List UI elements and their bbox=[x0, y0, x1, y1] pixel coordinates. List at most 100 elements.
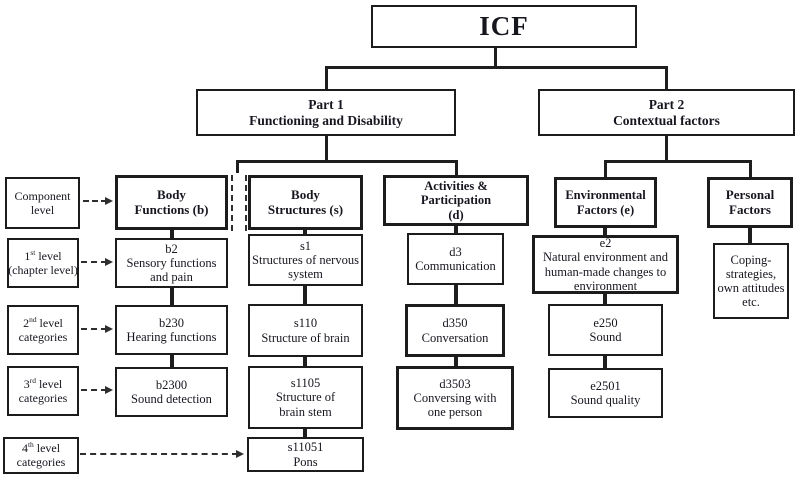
dashed-arrow-level2 bbox=[81, 328, 107, 330]
box-b230: b230 Hearing functions bbox=[115, 305, 228, 355]
level-label-component: Component level bbox=[5, 177, 80, 229]
code: s110 bbox=[293, 316, 318, 331]
level-label-1st: 1st level (chapter level) bbox=[7, 238, 79, 288]
box-body-structures: Body Structures (s) bbox=[248, 175, 363, 230]
box-s1: s1 Structures of nervous system bbox=[248, 234, 363, 286]
part1-label: Part 1 Functioning and Disability bbox=[249, 97, 403, 128]
connector-ap-d3 bbox=[454, 225, 458, 234]
box-d350: d350 Conversation bbox=[405, 304, 505, 357]
code: s1 bbox=[299, 238, 312, 253]
connector-s1-s110 bbox=[303, 285, 307, 305]
level-line1: 4th level bbox=[21, 440, 61, 456]
arrow-right-icon bbox=[105, 197, 113, 205]
connector-dashed-body-left bbox=[231, 175, 233, 231]
label: Coping- strategies, own attitudes etc. bbox=[717, 252, 785, 310]
label: Structure of brain stem bbox=[275, 390, 336, 419]
level-label-2nd: 2nd level categories bbox=[7, 305, 79, 355]
level-line1: 1st level bbox=[24, 247, 62, 263]
level-line1: 2nd level bbox=[23, 314, 63, 330]
column-header: Body Structures (s) bbox=[267, 186, 344, 217]
connector-drop-activities bbox=[455, 160, 458, 176]
label: Hearing functions bbox=[126, 330, 217, 344]
code: s1105 bbox=[290, 376, 321, 391]
box-b2300: b2300 Sound detection bbox=[115, 367, 228, 417]
connector-drop-body bbox=[236, 160, 239, 173]
box-activities-participation: Activities & Participation (d) bbox=[383, 175, 529, 226]
connector-bf-b2 bbox=[170, 229, 174, 239]
level-line2: categories bbox=[16, 455, 66, 469]
label: Conversation bbox=[421, 330, 489, 345]
label: Conversing with one person bbox=[413, 390, 497, 420]
label: Sound bbox=[589, 330, 622, 344]
part2-label: Part 2 Contextual factors bbox=[613, 97, 720, 128]
box-d3: d3 Communication bbox=[407, 233, 504, 285]
connector-icf-stem bbox=[494, 47, 497, 68]
connector-s110-s1105 bbox=[303, 356, 307, 367]
box-s1105: s1105 Structure of brain stem bbox=[248, 366, 363, 429]
connector-ef-e2 bbox=[603, 227, 607, 236]
level-line2: level bbox=[30, 202, 55, 217]
connector-bs-s1 bbox=[303, 228, 307, 235]
connector-part2-branch bbox=[604, 160, 752, 163]
box-e250: e250 Sound bbox=[548, 304, 663, 356]
label: Sensory functions and pain bbox=[126, 255, 217, 285]
label: Natural environment and human-made chang… bbox=[543, 250, 668, 293]
column-header: Body Functions (b) bbox=[134, 186, 209, 217]
code: d3 bbox=[449, 244, 462, 259]
dashed-arrow-level3 bbox=[81, 389, 107, 391]
box-e2: e2 Natural environment and human-made ch… bbox=[532, 235, 679, 294]
arrow-right-icon bbox=[105, 386, 113, 394]
code: d350 bbox=[442, 316, 468, 331]
column-header: Environmental Factors (e) bbox=[565, 188, 646, 217]
label: Structure of brain bbox=[261, 330, 350, 345]
level-label-3rd: 3rd level categories bbox=[7, 366, 79, 416]
connector-b230-b2300 bbox=[170, 354, 174, 368]
box-b2: b2 Sensory functions and pain bbox=[115, 238, 228, 288]
dashed-arrow-level1 bbox=[81, 261, 107, 263]
connector-drop-part1 bbox=[325, 66, 328, 90]
icf-title: ICF bbox=[479, 11, 529, 42]
arrow-right-icon bbox=[105, 258, 113, 266]
connector-d3-d350 bbox=[454, 284, 458, 305]
connector-part1-stem bbox=[325, 135, 328, 162]
label: Sound quality bbox=[570, 393, 641, 407]
box-part2: Part 2 Contextual factors bbox=[538, 89, 795, 136]
box-e2501: e2501 Sound quality bbox=[548, 368, 663, 418]
connector-drop-environmental bbox=[604, 160, 607, 178]
dashed-arrow-component bbox=[83, 200, 107, 202]
level-label-4th: 4th level categories bbox=[3, 437, 79, 474]
code: e2501 bbox=[590, 378, 621, 393]
connector-icf-branch bbox=[325, 66, 668, 69]
connector-d350-d3503 bbox=[454, 356, 458, 367]
box-environmental-factors: Environmental Factors (e) bbox=[554, 177, 657, 228]
code: b2 bbox=[165, 241, 178, 256]
connector-part1-branch bbox=[236, 160, 458, 163]
connector-s1105-s11051 bbox=[303, 428, 307, 438]
code: e250 bbox=[593, 315, 618, 330]
arrow-right-icon bbox=[236, 450, 244, 458]
code: e2 bbox=[599, 236, 612, 250]
label: Structures of nervous system bbox=[252, 252, 359, 282]
level-line1: Component bbox=[14, 188, 71, 203]
arrow-right-icon bbox=[105, 325, 113, 333]
label: Communication bbox=[415, 259, 496, 273]
connector-drop-part2 bbox=[665, 66, 668, 90]
code: d3503 bbox=[439, 376, 471, 391]
level-line2: categories bbox=[18, 329, 68, 344]
connector-b2-b230 bbox=[170, 287, 174, 306]
box-part1: Part 1 Functioning and Disability bbox=[196, 89, 456, 136]
connector-drop-personal bbox=[749, 160, 752, 178]
connector-e2-e250 bbox=[603, 293, 607, 305]
box-icf-root: ICF bbox=[371, 5, 637, 48]
level-line2: (chapter level) bbox=[8, 262, 78, 277]
code: b230 bbox=[159, 315, 184, 330]
label: Sound detection bbox=[131, 392, 212, 406]
box-d3503: d3503 Conversing with one person bbox=[396, 366, 514, 430]
level-line2: categories bbox=[18, 390, 68, 405]
box-s110: s110 Structure of brain bbox=[248, 304, 363, 357]
level-line1: 3rd level bbox=[23, 375, 63, 391]
code: b2300 bbox=[155, 377, 188, 392]
connector-e250-e2501 bbox=[603, 355, 607, 369]
label: Pons bbox=[293, 454, 318, 469]
